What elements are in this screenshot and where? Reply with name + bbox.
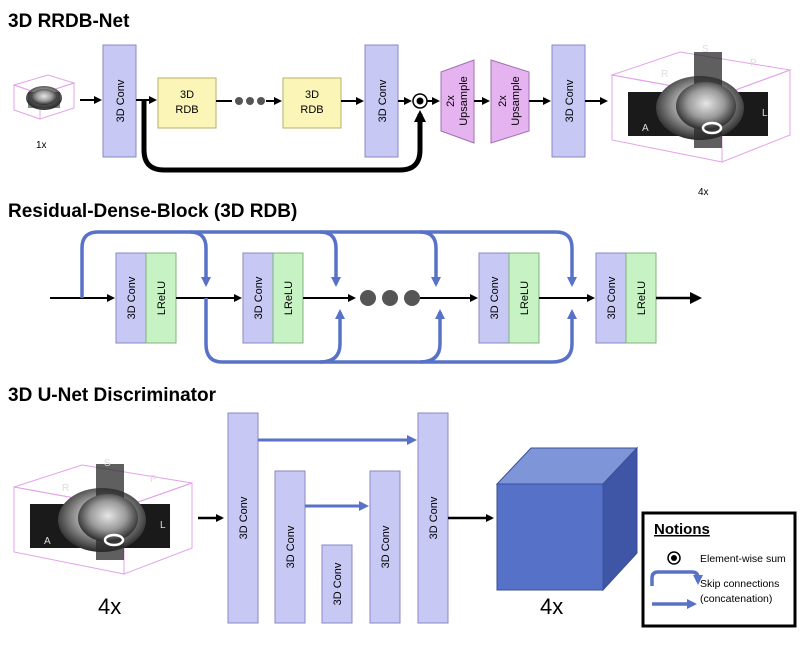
rdb-skip-connections-top [80, 230, 577, 298]
disc-axis-p: P [150, 474, 157, 485]
upsample-1-label-bottom: Upsample [458, 76, 470, 126]
rrdb-conv-1-label: 3D Conv [115, 79, 127, 122]
out-axis-s: S [702, 44, 709, 55]
notions-skip-line1: Skip connections [700, 578, 779, 590]
unet-conv-dec-1-label: 3D Conv [380, 525, 392, 568]
rdb-lrelu-4 [625, 252, 657, 344]
element-wise-sum-icon [412, 93, 428, 109]
disc-output-scale-label: 4x [540, 594, 563, 619]
unet-conv-enc-1 [227, 412, 259, 624]
rdb-block-1 [157, 77, 217, 129]
unet-conv-enc-1-label: 3D Conv [238, 496, 250, 539]
rdb-conv-4 [595, 252, 627, 344]
upsample-1-label-top: 2x [445, 95, 457, 107]
upsample-2-label-bottom: Upsample [510, 76, 522, 126]
rdb-skip-connections-bottom [204, 298, 577, 364]
upsample-block-2 [490, 59, 530, 144]
disc-axis-a: A [44, 536, 51, 547]
rdb-conv-2-label: 3D Conv [253, 276, 265, 319]
rrdb-net-title: 3D RRDB-Net [8, 11, 130, 32]
unet-conv-bottleneck-label: 3D Conv [332, 562, 344, 605]
input-scale-label: 1x [36, 140, 47, 151]
output-volume-4x: S R P A L [610, 44, 792, 163]
notions-legend: Notions Element-wise sum Skip connection… [641, 511, 797, 628]
rdb-block-1-label-top: 3D [180, 89, 194, 101]
out-axis-r: R [661, 69, 668, 80]
rdb-lrelu-2-label: LReLU [283, 281, 295, 315]
disc-input-scale-label: 4x [98, 594, 121, 619]
rrdb-ellipsis-dots [235, 97, 265, 105]
rdb-title: Residual-Dense-Block (3D RDB) [8, 201, 297, 222]
out-axis-a: A [642, 123, 649, 134]
rrdb-conv-1 [102, 44, 137, 158]
notions-sum-label: Element-wise sum [700, 553, 786, 565]
unet-conv-bottleneck [321, 544, 353, 624]
rrdb-conv-2-label: 3D Conv [377, 79, 389, 122]
unet-conv-enc-2 [274, 470, 306, 624]
rdb-conv-3-label: 3D Conv [489, 276, 501, 319]
notions-skip-line2: (concatenation) [700, 593, 772, 605]
rdb-conv-1 [115, 252, 147, 344]
upsample-block-1 [440, 59, 475, 144]
rdb-lrelu-2 [272, 252, 304, 344]
rrdb-conv-3 [551, 44, 586, 158]
disc-axis-s: S [104, 458, 111, 469]
disc-axis-l: L [160, 520, 166, 531]
rdb-block-2-label-top: 3D [305, 89, 319, 101]
notions-title: Notions [654, 521, 710, 538]
rdb-conv-1-label: 3D Conv [126, 276, 138, 319]
rdb-conv-3 [478, 252, 510, 344]
unet-title: 3D U-Net Discriminator [8, 385, 217, 406]
rdb-lrelu-3-label: LReLU [519, 281, 531, 315]
disc-input-volume-4x: S R P A L [13, 458, 193, 575]
upsample-2-label-top: 2x [497, 95, 509, 107]
rrdb-conv-3-label: 3D Conv [564, 79, 576, 122]
disc-output-cube [495, 446, 639, 592]
output-scale-label: 4x [698, 187, 709, 198]
rdb-block-2 [282, 77, 342, 129]
rdb-lrelu-3 [508, 252, 540, 344]
disc-axis-r: R [62, 483, 69, 494]
rdb-lrelu-4-label: LReLU [636, 281, 648, 315]
unet-conv-dec-2 [417, 412, 449, 624]
unet-conv-dec-2-label: 3D Conv [428, 496, 440, 539]
rrdb-conv-2 [364, 44, 399, 158]
rdb-ellipsis-dots [360, 290, 420, 306]
input-volume-1x [12, 74, 76, 120]
rdb-block-1-label-bottom: RDB [175, 104, 198, 116]
rrdb-global-skip [141, 101, 426, 173]
rdb-conv-4-label: 3D Conv [606, 276, 618, 319]
out-axis-p: P [750, 58, 757, 69]
rdb-lrelu-1 [145, 252, 177, 344]
skip-connection-legend-icon [650, 570, 703, 586]
out-axis-l: L [762, 108, 768, 119]
unet-conv-enc-2-label: 3D Conv [285, 525, 297, 568]
rdb-block-2-label-bottom: RDB [300, 104, 323, 116]
rdb-lrelu-1-label: LReLU [156, 281, 168, 315]
unet-conv-dec-1 [369, 470, 401, 624]
element-wise-sum-legend-icon [667, 551, 681, 565]
